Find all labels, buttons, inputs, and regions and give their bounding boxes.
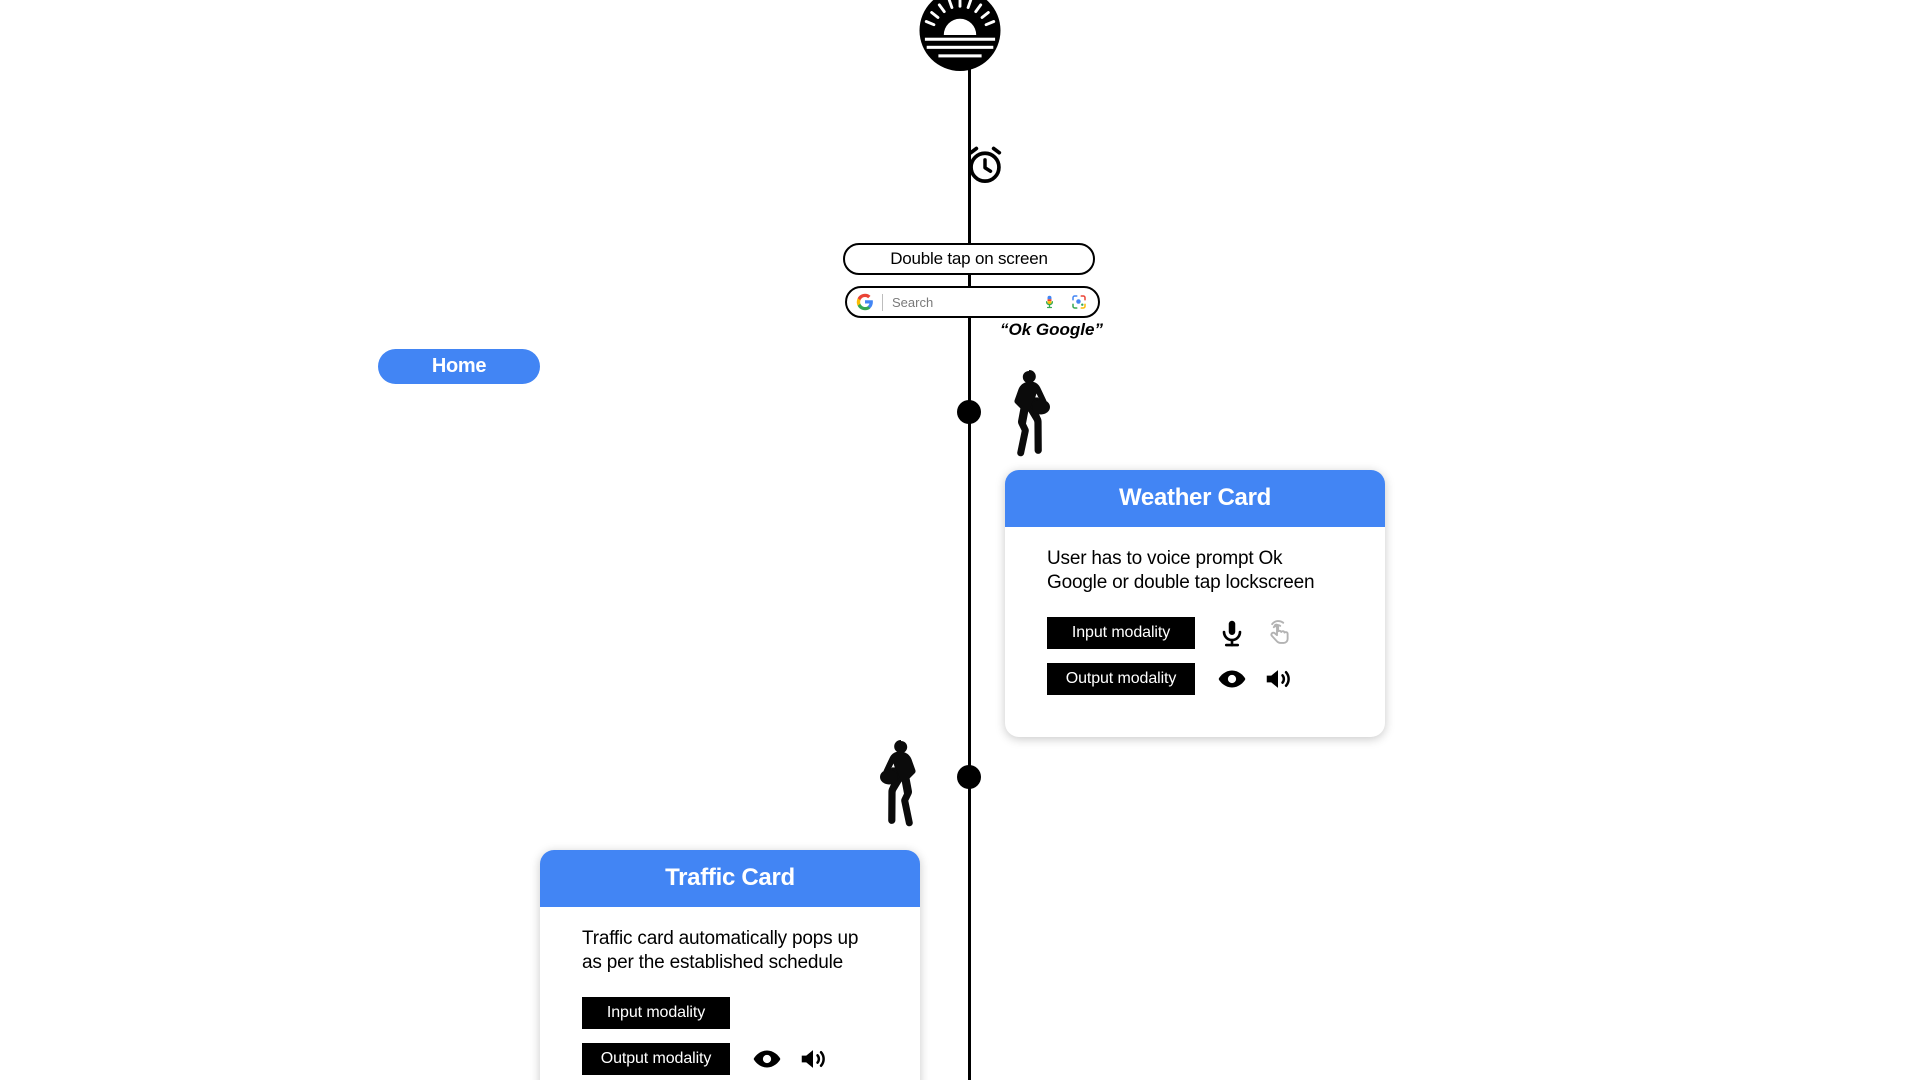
traffic-card-title: Traffic Card: [540, 850, 920, 907]
home-button-label: Home: [431, 355, 487, 377]
traffic-output-modality-icons: [752, 1044, 828, 1074]
weather-card-description: User has to voice prompt Ok Google or do…: [1047, 548, 1315, 593]
walking-person-left: [870, 738, 930, 838]
double-tap-trigger-label: Double tap on screen: [890, 249, 1048, 268]
traffic-output-modality-row: Output modality: [582, 1042, 878, 1075]
weather-card[interactable]: Weather Card User has to voice prompt Ok…: [1005, 470, 1385, 737]
weather-input-modality-row: Input modality: [1047, 616, 1343, 649]
weather-input-modality-icons: [1217, 618, 1293, 648]
voice-prompt-label: “Ok Google”: [1000, 320, 1103, 339]
traffic-input-modality-row: Input modality: [582, 996, 878, 1029]
alarm-clock-icon: [963, 143, 1007, 187]
traffic-card-body: Traffic card automatically pops up as pe…: [540, 907, 920, 1080]
timeline-spine: [968, 60, 971, 1080]
timeline-dot-weather: [957, 400, 981, 424]
google-search-bar[interactable]: Search: [845, 286, 1100, 318]
sunrise-icon: [915, 0, 1005, 80]
microphone-icon: [1217, 618, 1247, 648]
speaker-icon: [1263, 664, 1293, 694]
timeline-dot-traffic: [957, 765, 981, 789]
traffic-input-modality-label: Input modality: [582, 996, 730, 1029]
weather-output-modality-icons: [1217, 664, 1293, 694]
search-input[interactable]: Search: [892, 294, 934, 310]
eye-icon: [1217, 664, 1247, 694]
walking-person-right: [1000, 368, 1060, 468]
speaker-icon: [798, 1044, 828, 1074]
traffic-card[interactable]: Traffic Card Traffic card automatically …: [540, 850, 920, 1080]
microphone-icon[interactable]: [1041, 294, 1058, 311]
search-divider: [882, 293, 883, 311]
traffic-output-modality-label: Output modality: [582, 1042, 730, 1075]
eye-icon: [752, 1044, 782, 1074]
traffic-card-description: Traffic card automatically pops up as pe…: [582, 928, 859, 973]
weather-output-modality-label: Output modality: [1047, 662, 1195, 695]
weather-output-modality-row: Output modality: [1047, 662, 1343, 695]
home-button[interactable]: Home: [378, 349, 540, 384]
double-tap-trigger-pill[interactable]: Double tap on screen: [843, 243, 1095, 275]
weather-input-modality-label: Input modality: [1047, 616, 1195, 649]
weather-card-title: Weather Card: [1005, 470, 1385, 527]
google-g-icon: [856, 293, 874, 311]
weather-card-body: User has to voice prompt Ok Google or do…: [1005, 527, 1385, 737]
google-lens-icon[interactable]: [1070, 293, 1088, 311]
tap-gesture-icon: [1263, 618, 1293, 648]
